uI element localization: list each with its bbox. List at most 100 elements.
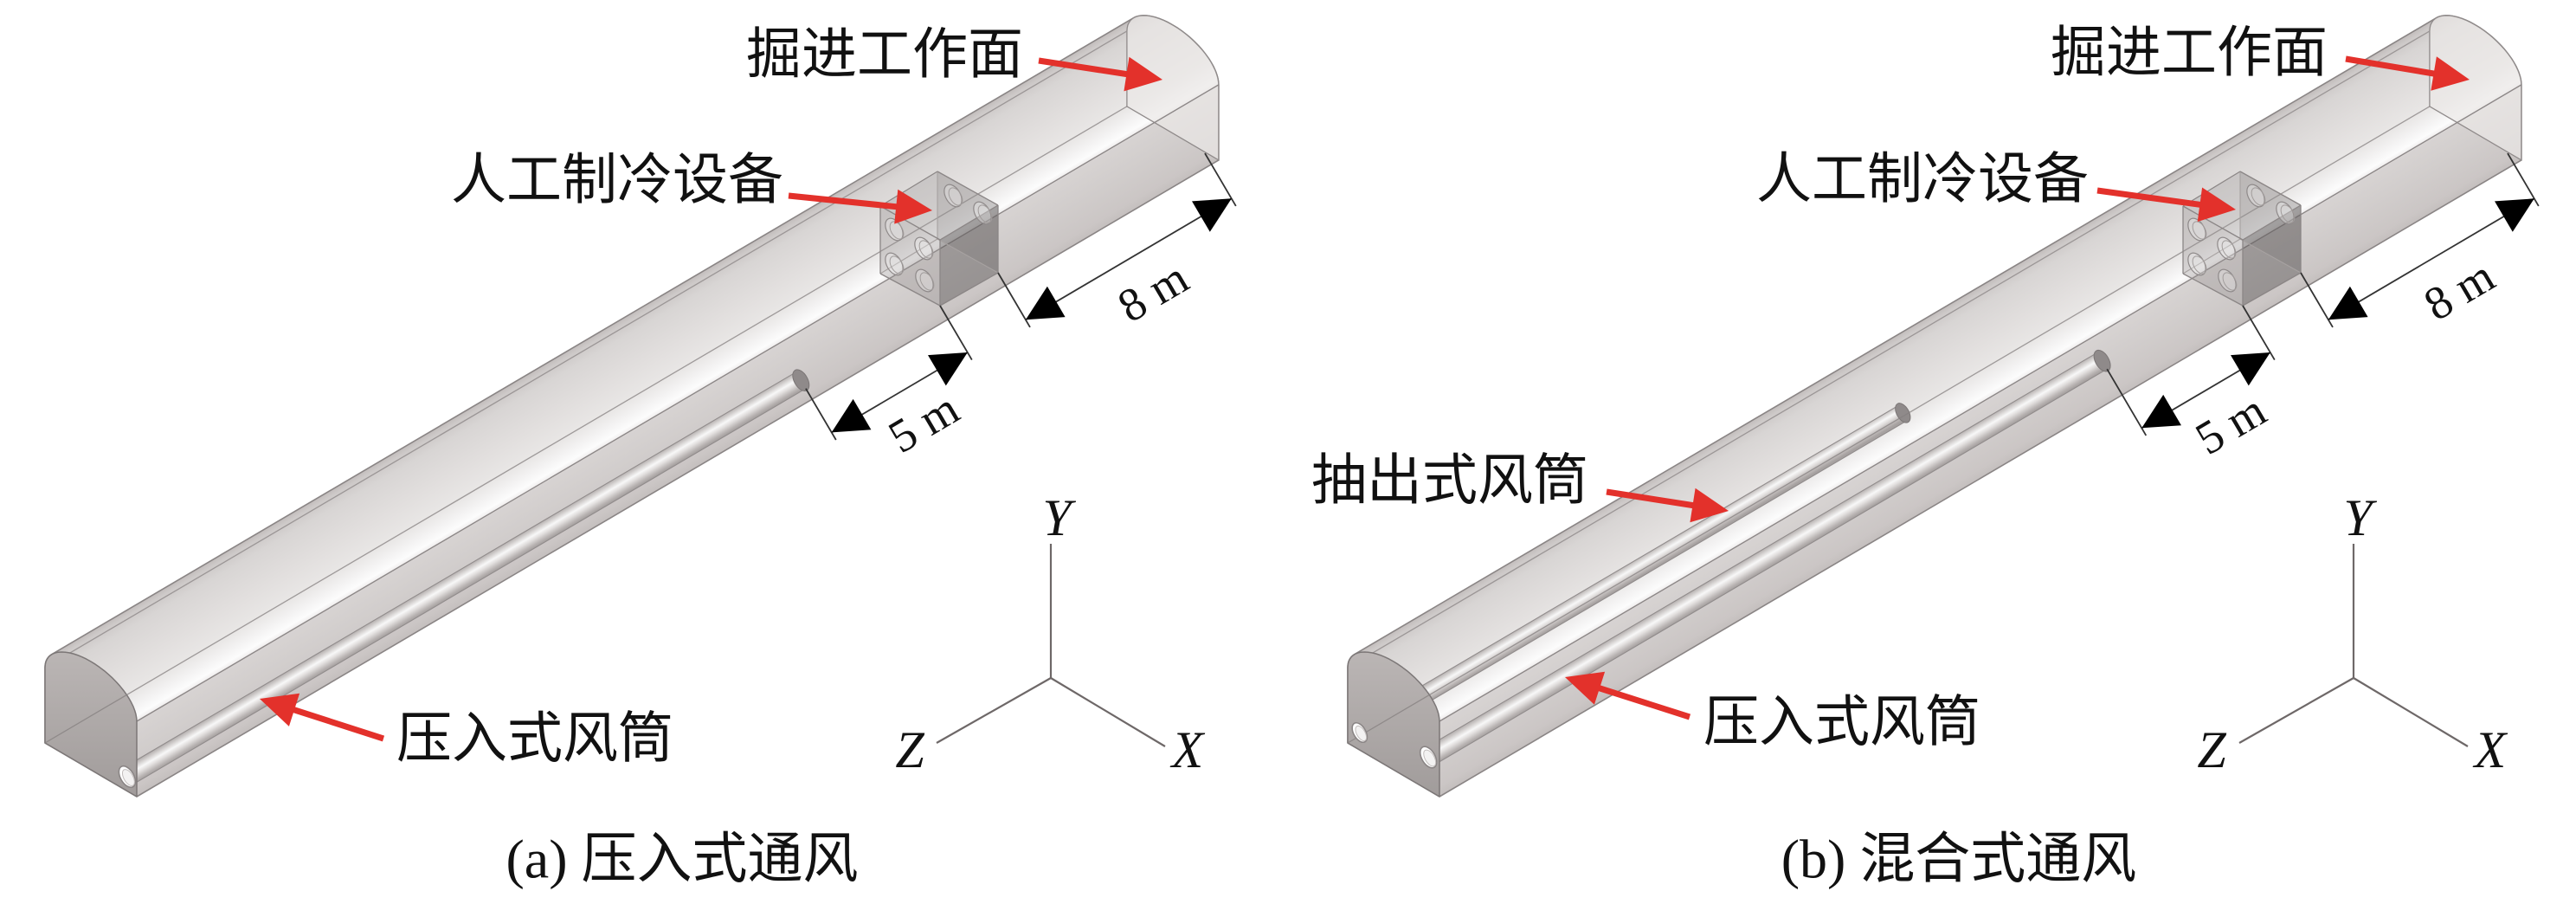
dim-unit-to-face-extension-line: [1204, 152, 1237, 207]
tunnel-body: [44, 14, 1220, 797]
label-forced-duct: 压入式风筒: [1703, 692, 1980, 753]
dim-unit-to-face-extension-line: [2507, 152, 2540, 207]
unit-air-outlet-rim: [2280, 204, 2296, 223]
axis-label-z: Z: [895, 721, 924, 778]
unit-edge: [2182, 273, 2244, 307]
dim-duct-to-unit-extension-line: [939, 305, 973, 361]
unit-edge: [2242, 204, 2302, 241]
exhaust-duct-opening-inner: [1355, 725, 1368, 742]
arrow-forced-duct-shaft: [1594, 683, 1691, 720]
unit-air-outlet-rim: [889, 221, 905, 240]
dim-duct-to-unit-arrowhead-end: [928, 352, 968, 386]
dim-duct-to-unit-extension-line: [2242, 305, 2276, 361]
unit-air-outlet-rim: [889, 255, 905, 274]
dim-unit-to-face-arrowhead-start: [1025, 286, 1066, 320]
unit-edge: [939, 204, 999, 241]
unit-air-outlet-rim: [2192, 255, 2207, 274]
working-face-end: [2429, 15, 2522, 162]
unit-air-outlet-rim: [918, 240, 934, 259]
arrow-forced-duct-head: [1565, 671, 1606, 705]
axis-x-line: [2353, 677, 2469, 747]
arrow-forced-duct-shaft: [288, 705, 385, 742]
dimension-label-duct-to-unit: 5 m: [879, 382, 968, 463]
refrigeration-unit: [2182, 171, 2302, 307]
dim-unit-to-face-dimension-line: [2328, 197, 2535, 320]
dim-unit-to-face-arrowhead-end: [2495, 198, 2534, 232]
axis-label-y: Y: [2343, 489, 2377, 546]
dim-unit-to-face-dimension-line: [1025, 197, 1233, 320]
axis-z-line: [936, 677, 1052, 744]
label-working-face: 掘进工作面: [746, 24, 1023, 86]
dim-unit-to-face-extension-line: [997, 272, 1031, 328]
unit-air-outlet-rim: [948, 187, 963, 206]
tunnel-left-spring-line: [1347, 30, 2431, 668]
working-face-end: [1126, 15, 1220, 162]
tunnel-left-spring-line: [44, 30, 1128, 668]
unit-air-outlet-rim: [2251, 187, 2266, 206]
panel-b-mixed-ventilation: 掘进工作面 人工制冷设备 抽出式风筒 压入式风筒 8 m 5 m Y Z X (…: [1311, 14, 2540, 890]
panel-caption: (b) 混合式通风: [1781, 829, 2137, 890]
dim-duct-to-unit-extension-line: [805, 388, 837, 441]
unit-air-outlet-rim: [919, 272, 935, 291]
unit-edge: [879, 205, 941, 241]
unit-edge: [879, 171, 938, 207]
tunnel-cross-section: [1347, 651, 1440, 797]
label-refrigeration-unit: 人工制冷设备: [451, 150, 783, 211]
arrow-working-face-shaft: [1038, 57, 1132, 78]
unit-edge: [879, 273, 941, 307]
unit-edge: [937, 171, 999, 206]
panel-caption: (a) 压入式通风: [506, 829, 858, 890]
unit-hidden-edge: [2239, 238, 2302, 274]
dim-unit-to-face-extension-line: [2300, 272, 2334, 328]
dim-duct-to-unit-extension-line: [2106, 368, 2148, 436]
axis-label-z: Z: [2197, 721, 2226, 778]
arrow-refrigeration-unit-shaft: [788, 192, 902, 210]
unit-edge: [2182, 205, 2244, 241]
axis-x-line: [1050, 677, 1166, 747]
label-refrigeration-unit: 人工制冷设备: [1756, 149, 2089, 210]
annotation-arrows: [260, 56, 1162, 742]
dim-duct-to-unit-arrowhead-start: [2141, 394, 2181, 429]
exhaust-duct-end-cap: [1895, 403, 1911, 423]
arrow-refrigeration-unit-head: [2197, 187, 2236, 223]
arrow-working-face-shaft: [2345, 55, 2440, 78]
arrow-working-face-head: [1124, 56, 1162, 92]
arrow-exhaust-duct-head: [1690, 488, 1729, 523]
axis-label-x: X: [1170, 721, 1206, 778]
label-working-face: 掘进工作面: [2051, 23, 2328, 84]
axis-z-line: [2238, 677, 2354, 744]
unit-air-outlet-rim: [2221, 240, 2237, 259]
axis-label-x: X: [2473, 721, 2508, 778]
label-forced-duct: 压入式风筒: [396, 708, 673, 770]
unit-edge: [2239, 171, 2302, 206]
tunnel-hidden-floor-edge: [1347, 106, 2431, 744]
unit-air-outlet-rim: [2192, 221, 2207, 240]
arrow-working-face-head: [2431, 56, 2470, 91]
dim-duct-to-unit-arrowhead-end: [2231, 352, 2270, 386]
unit-edge: [2182, 171, 2241, 207]
dim-duct-to-unit-arrowhead-start: [831, 398, 872, 433]
dim-unit-to-face-arrowhead-start: [2328, 286, 2368, 320]
axis-label-y: Y: [1042, 489, 1076, 546]
panel-a-forced-ventilation: 掘进工作面 人工制冷设备 压入式风筒 8 m 5 m Y Z X (a) 压入式…: [44, 14, 1237, 890]
tunnel-right-spring-line: [136, 84, 1220, 722]
annotation-arrows: [1565, 55, 2470, 720]
tunnel-hidden-floor-edge: [44, 106, 1128, 744]
tunnel-model: [1347, 14, 2540, 797]
arrow-refrigeration-unit-head: [894, 189, 932, 224]
unit-air-outlet-rim: [2222, 272, 2238, 291]
tunnel-right-spring-line: [1439, 84, 2522, 722]
unit-hidden-edge: [937, 238, 999, 274]
dimension-label-duct-to-unit: 5 m: [2186, 384, 2275, 465]
unit-edge: [939, 272, 999, 307]
tunnel-model: [44, 14, 1237, 797]
unit-hidden-edge: [2182, 238, 2241, 274]
forced-duct-opening-inner: [121, 769, 135, 786]
forced-duct-opening-inner: [1423, 749, 1437, 767]
arrow-refrigeration-unit-shaft: [2096, 187, 2206, 209]
unit-edge: [2242, 272, 2302, 307]
arrow-forced-duct-head: [260, 693, 300, 726]
arrow-exhaust-duct-shaft: [1606, 488, 1698, 509]
